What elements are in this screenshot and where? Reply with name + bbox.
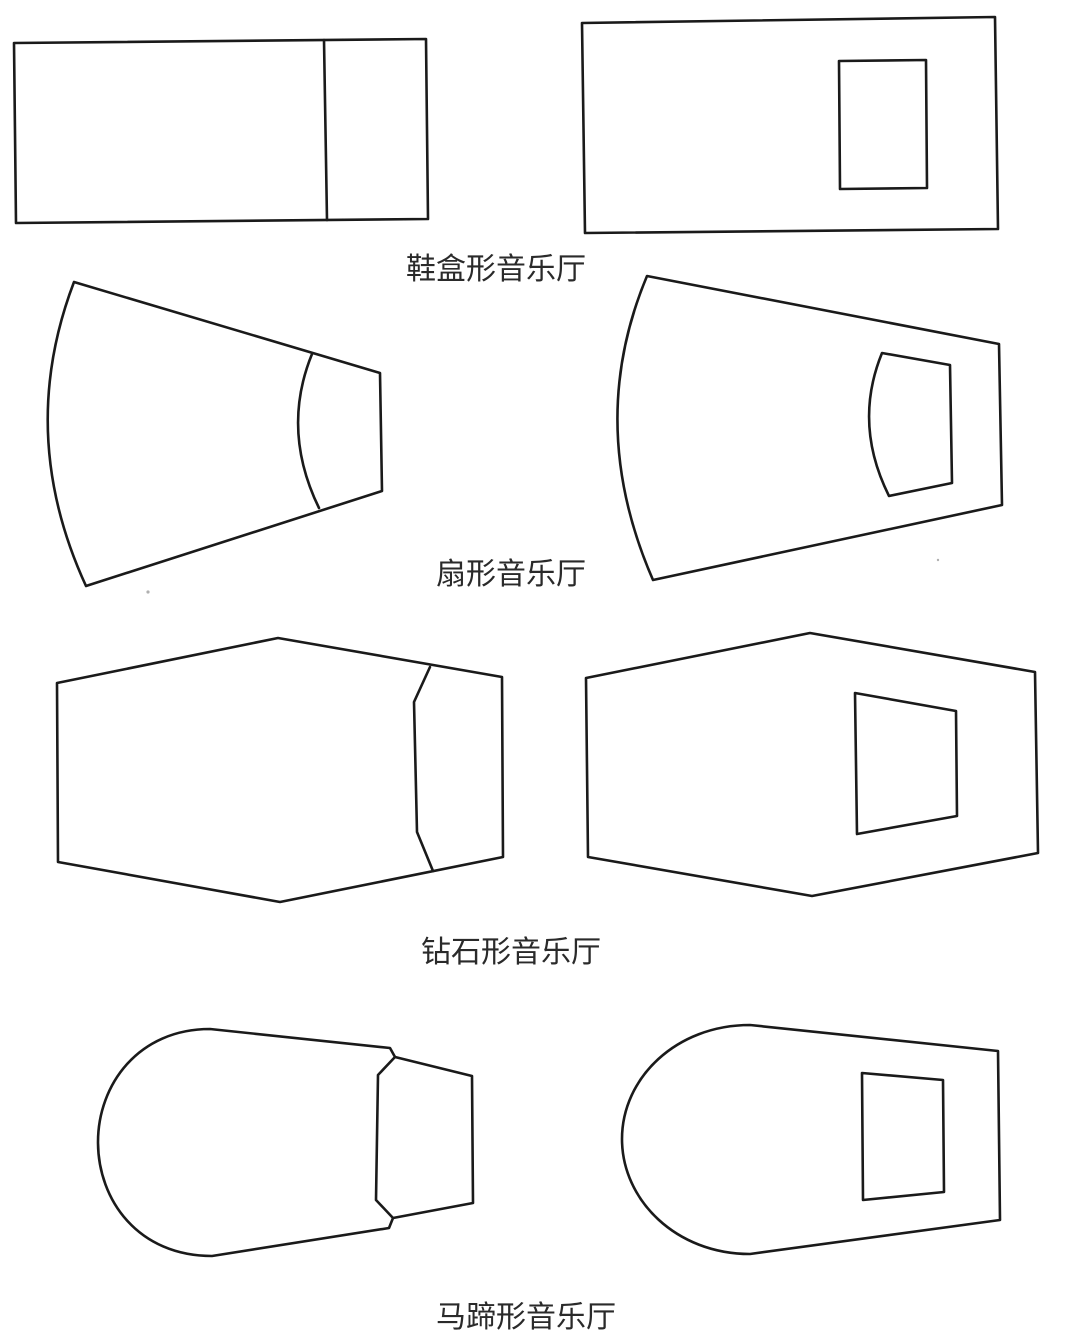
diamond-hall-plan xyxy=(584,631,1040,898)
diamond-plan-stage xyxy=(853,691,959,836)
diamond-stage-line xyxy=(412,665,435,873)
scan-speck xyxy=(146,590,150,594)
horseshoe-hall-group: 马蹄形音乐厅 xyxy=(96,1023,1002,1335)
scan-speck xyxy=(936,558,940,562)
shoebox-hall-caption: 鞋盒形音乐厅 xyxy=(406,252,586,287)
horseshoe-section-outline xyxy=(96,1027,397,1258)
diamond-hall-caption: 钻石形音乐厅 xyxy=(421,935,601,970)
fan-hall-group: 扇形音乐厅 xyxy=(46,274,1004,592)
horseshoe-hall-section xyxy=(96,1027,475,1258)
shoebox-section-outline xyxy=(12,37,430,225)
shoebox-plan-outline xyxy=(580,15,1000,235)
diamond-hall-section xyxy=(55,636,505,904)
fan-stage-arc xyxy=(296,352,321,510)
diamond-plan-outline xyxy=(584,631,1040,898)
diamond-hall-group: 钻石形音乐厅 xyxy=(55,631,1040,970)
shoebox-hall-section xyxy=(12,37,430,225)
fan-plan-stage xyxy=(867,351,954,498)
fan-plan-outline xyxy=(616,274,1004,582)
fan-section-outline xyxy=(46,280,384,588)
horseshoe-hall-caption: 马蹄形音乐厅 xyxy=(436,1300,616,1335)
fan-hall-section xyxy=(46,280,384,588)
diamond-section-outline xyxy=(55,636,505,904)
fan-hall-caption: 扇形音乐厅 xyxy=(436,557,586,592)
shoebox-plan-stage xyxy=(837,58,929,191)
shoebox-hall-plan xyxy=(580,15,1000,235)
fan-hall-plan xyxy=(616,274,1004,582)
horseshoe-plan-stage xyxy=(860,1071,946,1202)
horseshoe-plan-outline xyxy=(620,1023,1002,1256)
horseshoe-stage xyxy=(391,1055,475,1220)
shoebox-stage-divider xyxy=(322,38,329,222)
shoebox-hall-group: 鞋盒形音乐厅 xyxy=(12,15,1000,287)
horseshoe-hall-plan xyxy=(620,1023,1002,1256)
